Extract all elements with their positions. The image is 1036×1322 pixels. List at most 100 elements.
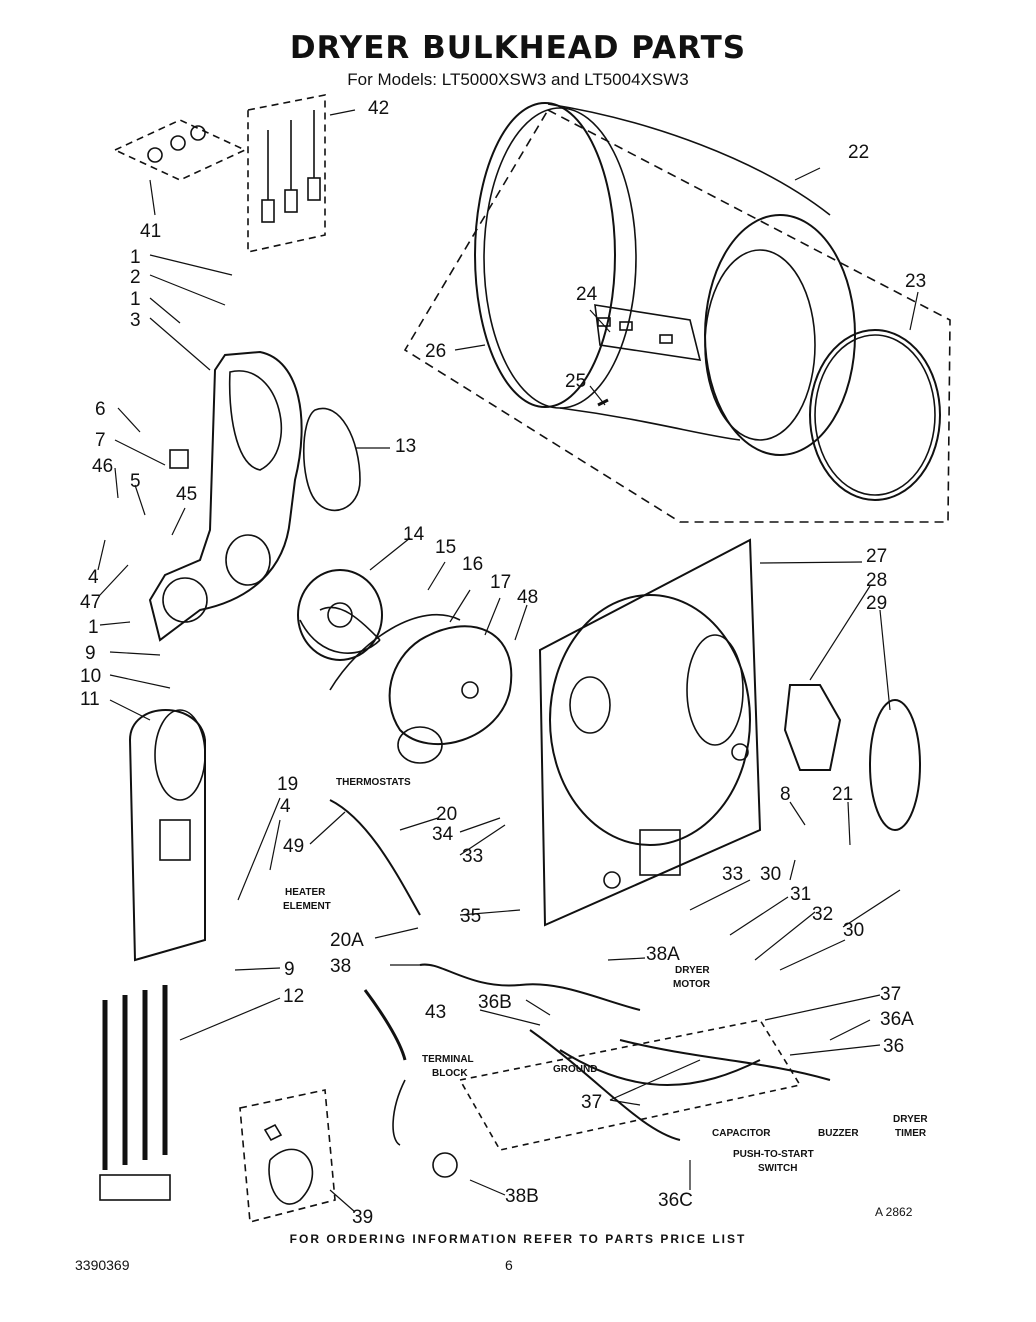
callout-38: 38 [330, 956, 351, 977]
callout-11: 11 [80, 689, 100, 710]
drum-opening-inner [704, 249, 816, 441]
callout-47: 47 [80, 592, 101, 613]
drum-rear-ring [483, 107, 637, 409]
drum-bottom-edge [559, 407, 741, 441]
model-subtitle: For Models: LT5000XSW3 and LT5004XSW3 [347, 70, 689, 89]
callout-1: 1 [88, 617, 99, 638]
bulkhead-hole [603, 871, 621, 889]
callout-36: 36 [883, 1036, 904, 1057]
ordering-note: FOR ORDERING INFORMATION REFER TO PARTS … [289, 1232, 747, 1246]
callout-38a: 38A [646, 944, 680, 965]
callout-4: 4 [280, 796, 291, 817]
bulkhead-panel [538, 538, 762, 927]
callout-37: 37 [880, 984, 901, 1005]
heater-cover-drawing [128, 709, 206, 962]
callout-22: 22 [848, 142, 869, 163]
callout-32: 32 [812, 904, 833, 925]
blower-wheel [297, 569, 383, 661]
label-capacitor: CAPACITOR [712, 1128, 771, 1139]
callout-20: 20 [436, 804, 457, 825]
callout-25: 25 [565, 371, 586, 392]
callout-33: 33 [462, 846, 483, 867]
vent-grille [869, 699, 921, 831]
label-buzzer: BUZZER [818, 1128, 859, 1139]
art-code: A 2862 [875, 1205, 913, 1219]
callout-13: 13 [395, 436, 416, 457]
kit-39-connector [263, 1123, 283, 1142]
callout-42: 42 [368, 98, 389, 119]
cord-sheath [363, 989, 407, 1061]
callout-45: 45 [176, 484, 197, 505]
exhaust-duct-shell [148, 350, 303, 642]
callout-37: 37 [581, 1092, 602, 1113]
duct-port [162, 577, 208, 623]
label-thermostats: THERMOSTATS [336, 777, 411, 788]
callout-20a: 20A [330, 930, 364, 951]
heater-cover [128, 709, 206, 962]
heater-harness [329, 799, 421, 916]
callout-34: 34 [432, 824, 454, 845]
drum-baffle [594, 304, 702, 361]
label-dryer-motor: DRYER [675, 965, 710, 976]
heater-cover-grille [154, 709, 206, 801]
kit-39-drawing [239, 1089, 336, 1224]
callout-6: 6 [95, 399, 106, 420]
callout-24: 24 [576, 284, 598, 305]
cord-wire [392, 1079, 406, 1146]
label-heater-element: HEATER [285, 887, 326, 898]
label-dryer-timer: TIMER [895, 1128, 927, 1139]
terminal-kit-outline [247, 94, 326, 253]
callout-36a: 36A [880, 1009, 914, 1030]
vent-seal [783, 684, 842, 771]
leader-lines [97, 109, 919, 1213]
callout-19: 19 [277, 774, 298, 795]
document-number: 3390369 [75, 1257, 130, 1273]
vent-parts-drawing [783, 684, 921, 831]
wire-nut-parts-drawing [113, 94, 326, 253]
terminal-block-outline [458, 1019, 802, 1151]
callout-46: 46 [92, 456, 113, 477]
blower-belt [299, 606, 381, 654]
bulkhead-inlet [686, 634, 744, 746]
callout-28: 28 [866, 570, 887, 591]
terminal [284, 189, 298, 213]
kit-39-outline [239, 1089, 336, 1224]
callout-numbers: 42 41 1 2 1 3 6 7 46 5 45 4 47 1 9 10 11… [80, 98, 926, 1228]
callout-14: 14 [403, 524, 425, 545]
page-title: DRYER BULKHEAD PARTS [289, 30, 747, 66]
drum-front-rim [474, 102, 616, 408]
wire-nut [170, 135, 186, 151]
callout-8: 8 [780, 784, 791, 805]
power-cord [419, 963, 641, 1011]
drum-assembly-drawing [403, 102, 951, 523]
callout-38b: 38B [505, 1186, 539, 1207]
callout-33: 33 [722, 864, 743, 885]
blower-drawing [297, 569, 513, 764]
callout-26: 26 [425, 341, 446, 362]
bulkhead-port [569, 676, 611, 734]
label-heater-element: ELEMENT [283, 901, 331, 912]
callout-9: 9 [284, 959, 295, 980]
bulkhead-hole [731, 743, 749, 761]
label-push-to-start-switch: SWITCH [758, 1163, 797, 1174]
callout-21: 21 [832, 784, 853, 805]
callout-1: 1 [130, 247, 141, 268]
label-dryer-timer: DRYER [893, 1114, 928, 1125]
drum-opening [704, 214, 856, 456]
terminal-wires [267, 110, 315, 200]
blower-housing [388, 625, 513, 746]
thermal-fuse [169, 449, 189, 469]
callout-30: 30 [760, 864, 781, 885]
callout-12: 12 [283, 986, 304, 1007]
duct-seal [303, 407, 361, 512]
drum-seal-ring-inner [814, 334, 936, 496]
callout-9: 9 [85, 643, 96, 664]
rear-bulkhead-drawing [538, 538, 762, 927]
callout-49: 49 [283, 836, 304, 857]
label-terminal-block: BLOCK [432, 1068, 468, 1079]
callout-48: 48 [517, 587, 538, 608]
callout-36b: 36B [478, 992, 512, 1013]
wiring-harness-drawing [329, 799, 831, 1178]
